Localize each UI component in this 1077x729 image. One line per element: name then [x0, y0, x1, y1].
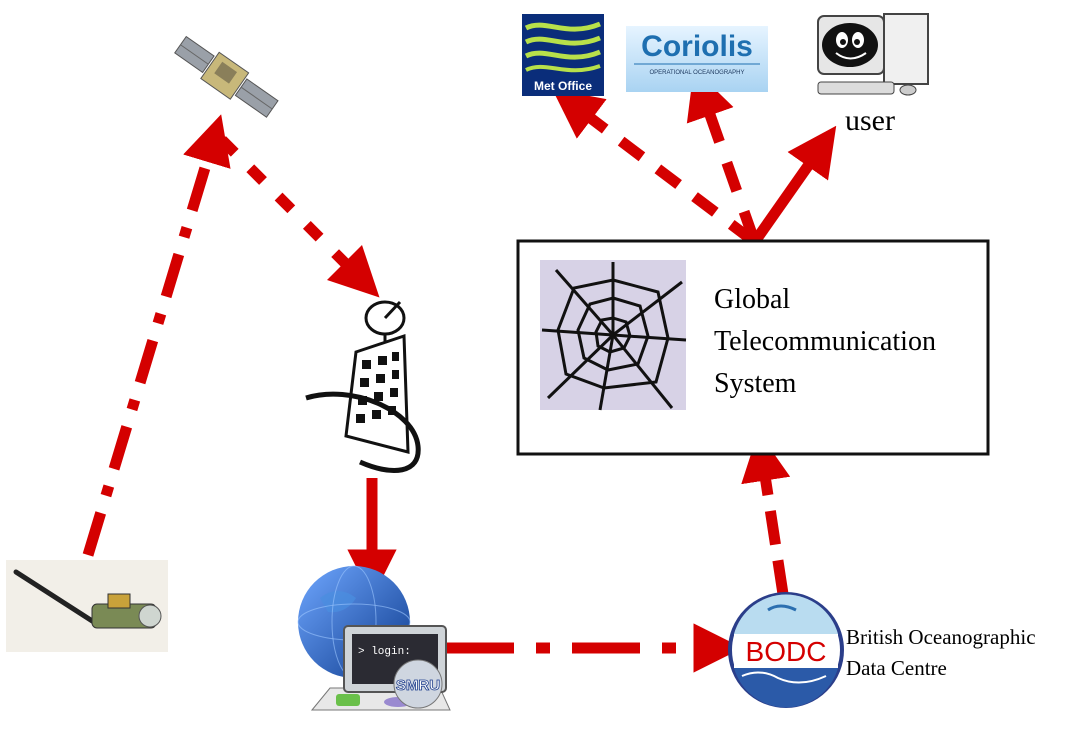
gts-line1: Global [714, 284, 790, 315]
bodc-name-line1: British Oceanographic [846, 625, 1036, 649]
bodc-logo-text: BODC [746, 636, 827, 667]
arrow-gts-to-coriolis [686, 68, 760, 242]
user-label: user [845, 104, 895, 137]
coriolis-sublabel: OPERATIONAL OCEANOGRAPHY [649, 70, 744, 76]
arrow-gts-to-user [751, 125, 837, 244]
coriolis-logo: Coriolis OPERATIONAL OCEANOGRAPHY [626, 26, 768, 92]
arrow-gts-to-metoffice [552, 89, 756, 245]
met-office-label: Met Office [534, 79, 592, 93]
gts-line3: System [714, 368, 797, 399]
met-office-logo: Met Office [522, 14, 604, 96]
coriolis-label: Coriolis [641, 30, 753, 63]
ground-station-icon [305, 300, 421, 473]
flow-arrows [82, 68, 837, 673]
arrow-satellite-to-station [218, 136, 380, 298]
gts-box: Global Telecommunication System [516, 239, 990, 456]
spider-web-icon [540, 260, 687, 411]
satellite-icon [174, 35, 279, 118]
bodc-name-line2: Data Centre [846, 656, 947, 680]
computer-user-icon: user [817, 13, 929, 137]
gts-line2: Telecommunication [714, 326, 936, 357]
arrow-bodc-to-gts [741, 431, 791, 595]
bodc-logo: BODC [728, 592, 844, 708]
arrow-tag-to-satellite [82, 114, 231, 557]
terminal-login-text: > login: [358, 646, 411, 658]
smru-badge: SMRU [396, 677, 440, 694]
tag-device-icon [6, 560, 168, 652]
smru-computer: > login: SMRU [297, 565, 451, 711]
